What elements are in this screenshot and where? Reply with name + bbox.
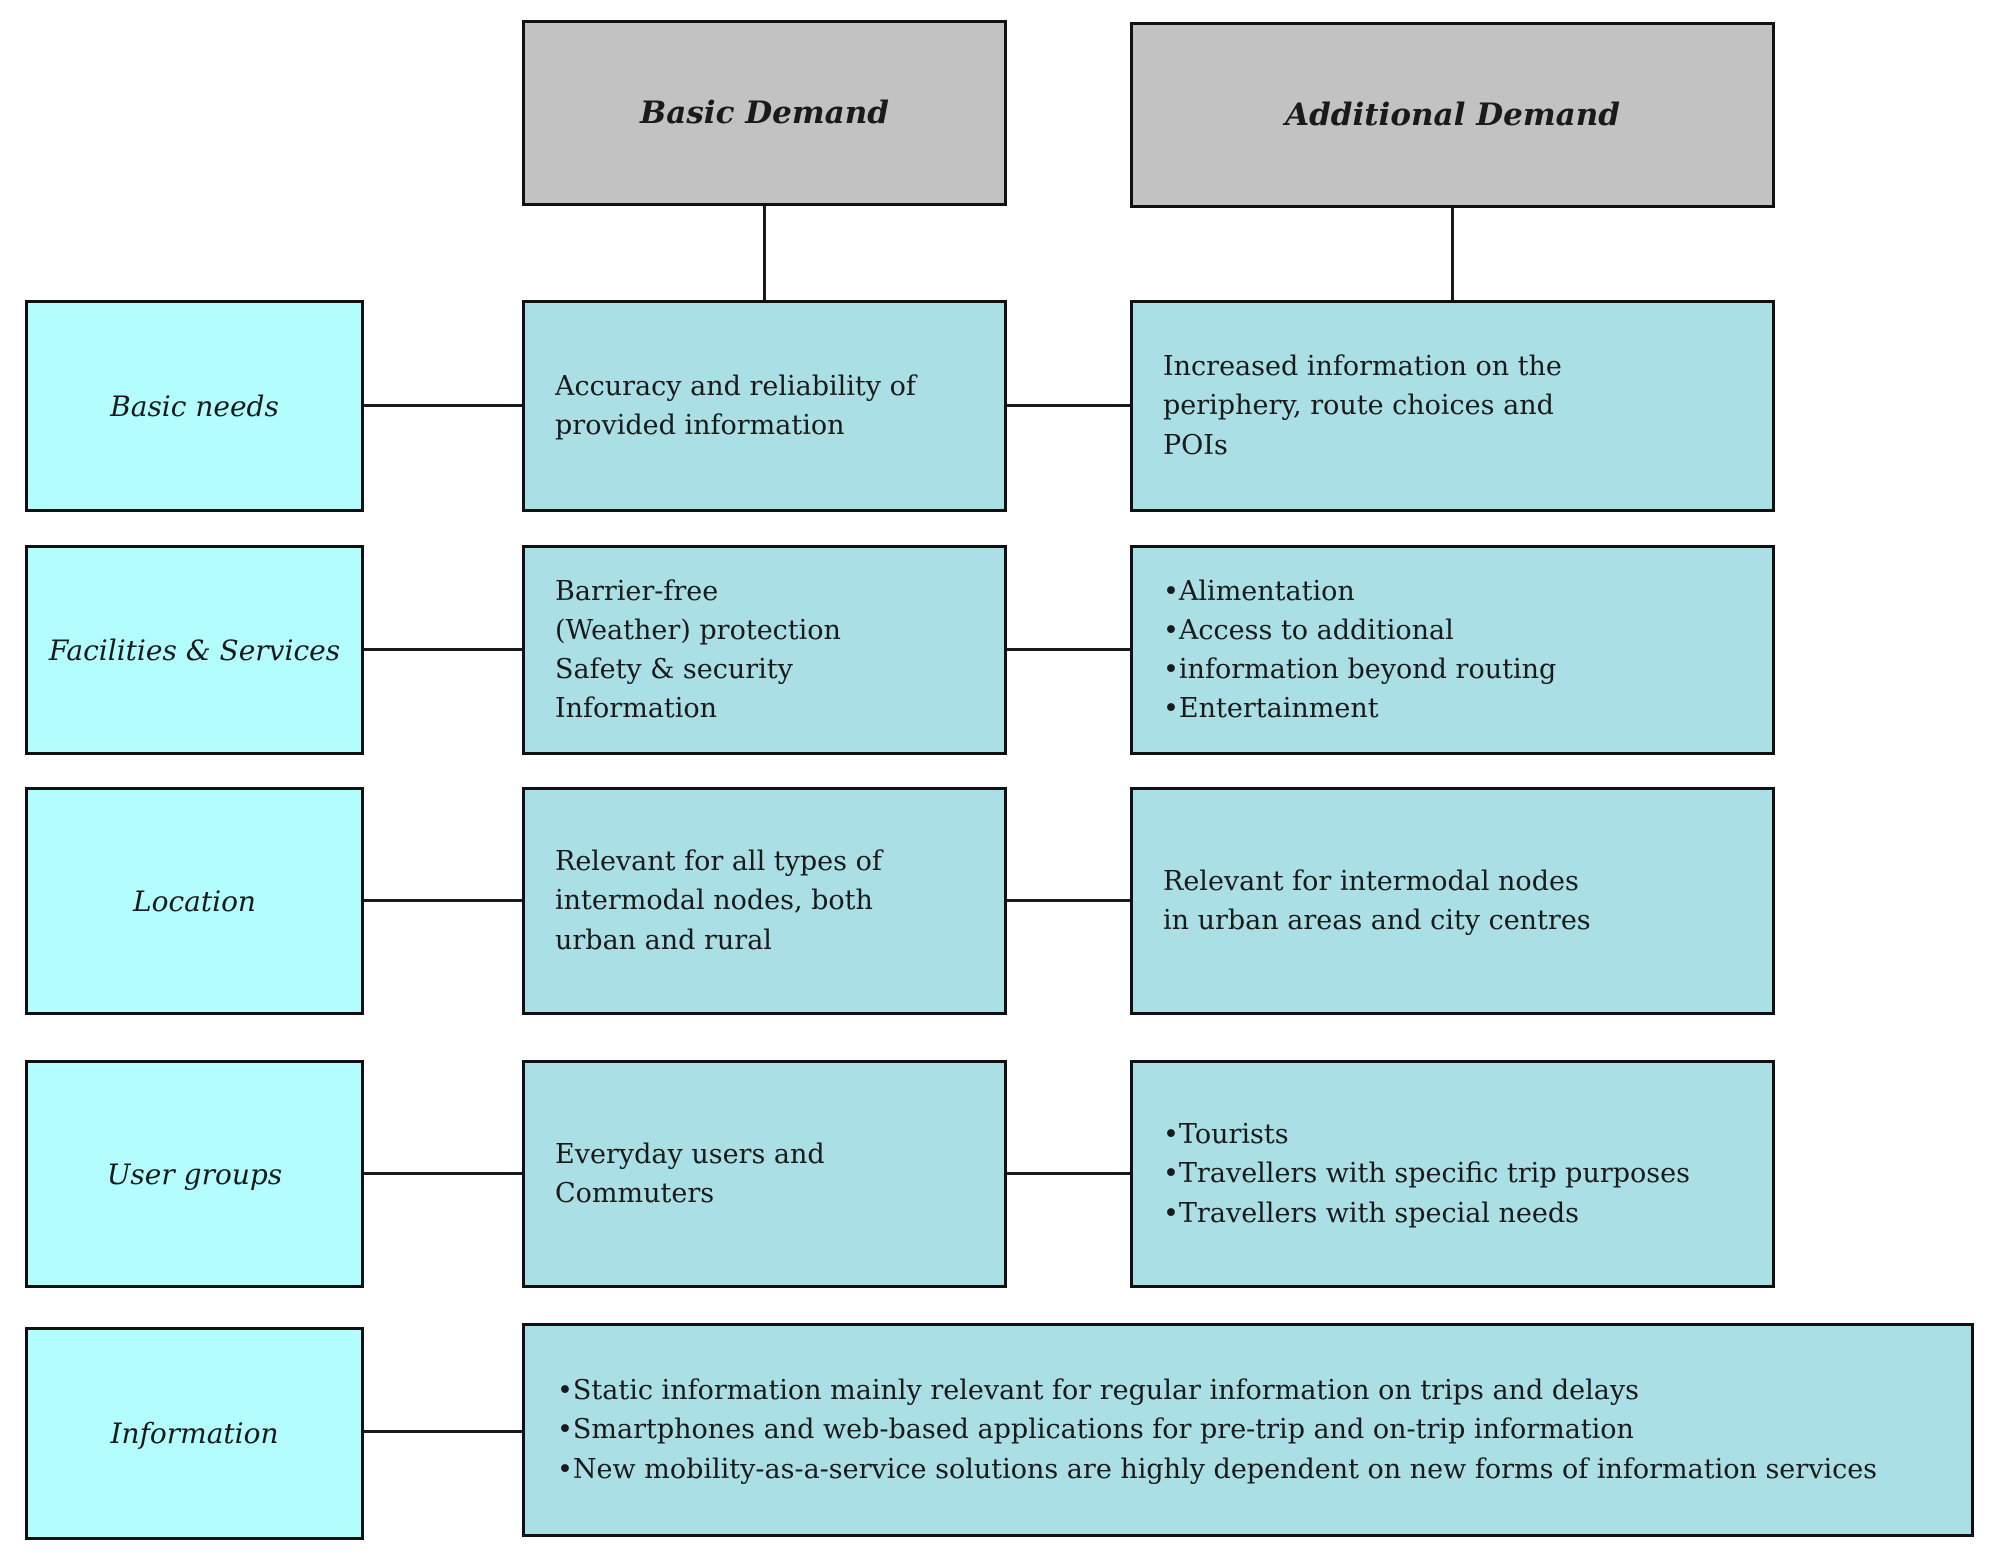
- connector-basic-to-additional-row3: [1007, 899, 1130, 902]
- cell-basic-demand-user-groups: Everyday users and Commuters: [522, 1060, 1007, 1288]
- row-label-location-text: Location: [133, 884, 256, 918]
- cell-basic-demand-basic-needs: Accuracy and reliability of provided inf…: [522, 300, 1007, 512]
- row-label-basic-needs-text: Basic needs: [110, 389, 279, 423]
- cell-information-combined: •Static information mainly relevant for …: [522, 1323, 1974, 1537]
- row-label-facilities-services-text: Facilities & Services: [48, 633, 341, 667]
- column-header-additional-demand-label: Additional Demand: [1285, 97, 1620, 133]
- cell-basic-demand-facilities-services-text: Barrier-free (Weather) protection Safety…: [555, 575, 841, 725]
- cell-basic-demand-facilities-services: Barrier-free (Weather) protection Safety…: [522, 545, 1007, 755]
- cell-basic-demand-location: Relevant for all types of intermodal nod…: [522, 787, 1007, 1015]
- cell-additional-demand-location: Relevant for intermodal nodes in urban a…: [1130, 787, 1775, 1015]
- connector-label-to-basic-row4: [364, 1172, 522, 1175]
- connector-label-to-basic-row2: [364, 648, 522, 651]
- row-label-basic-needs: Basic needs: [25, 300, 364, 512]
- cell-additional-demand-location-text: Relevant for intermodal nodes in urban a…: [1163, 865, 1591, 936]
- row-label-information-text: Information: [110, 1417, 279, 1450]
- cell-basic-demand-location-text: Relevant for all types of intermodal nod…: [555, 846, 882, 956]
- cell-basic-demand-user-groups-text: Everyday users and Commuters: [555, 1138, 825, 1209]
- cell-additional-demand-basic-needs-text: Increased information on the periphery, …: [1163, 351, 1562, 461]
- connector-basic-to-additional-row1: [1007, 404, 1130, 407]
- cell-basic-demand-basic-needs-text: Accuracy and reliability of provided inf…: [555, 370, 916, 441]
- connector-basic-to-additional-row4: [1007, 1172, 1130, 1175]
- row-label-information: Information: [25, 1327, 364, 1540]
- connector-label-to-basic-row1: [364, 404, 522, 407]
- connector-additional-demand-header: [1451, 208, 1454, 300]
- column-header-basic-demand-label: Basic Demand: [640, 95, 889, 131]
- row-label-facilities-services: Facilities & Services: [25, 545, 364, 755]
- cell-additional-demand-facilities-services-text: •Alimentation •Access to additional •inf…: [1163, 575, 1557, 725]
- row-label-location: Location: [25, 787, 364, 1015]
- column-header-additional-demand: Additional Demand: [1130, 22, 1775, 208]
- cell-additional-demand-facilities-services: •Alimentation •Access to additional •inf…: [1130, 545, 1775, 755]
- cell-additional-demand-basic-needs: Increased information on the periphery, …: [1130, 300, 1775, 512]
- row-label-user-groups-text: User groups: [106, 1157, 283, 1191]
- row-label-user-groups: User groups: [25, 1060, 364, 1288]
- cell-information-combined-text: •Static information mainly relevant for …: [557, 1375, 1878, 1485]
- connector-basic-to-additional-row2: [1007, 648, 1130, 651]
- column-header-basic-demand: Basic Demand: [522, 20, 1007, 206]
- cell-additional-demand-user-groups: •Tourists •Travellers with specific trip…: [1130, 1060, 1775, 1288]
- cell-additional-demand-user-groups-text: •Tourists •Travellers with specific trip…: [1163, 1119, 1690, 1229]
- connector-basic-demand-header: [763, 206, 766, 300]
- connector-label-to-basic-row3: [364, 899, 522, 902]
- connector-label-to-combined-row5: [364, 1430, 522, 1433]
